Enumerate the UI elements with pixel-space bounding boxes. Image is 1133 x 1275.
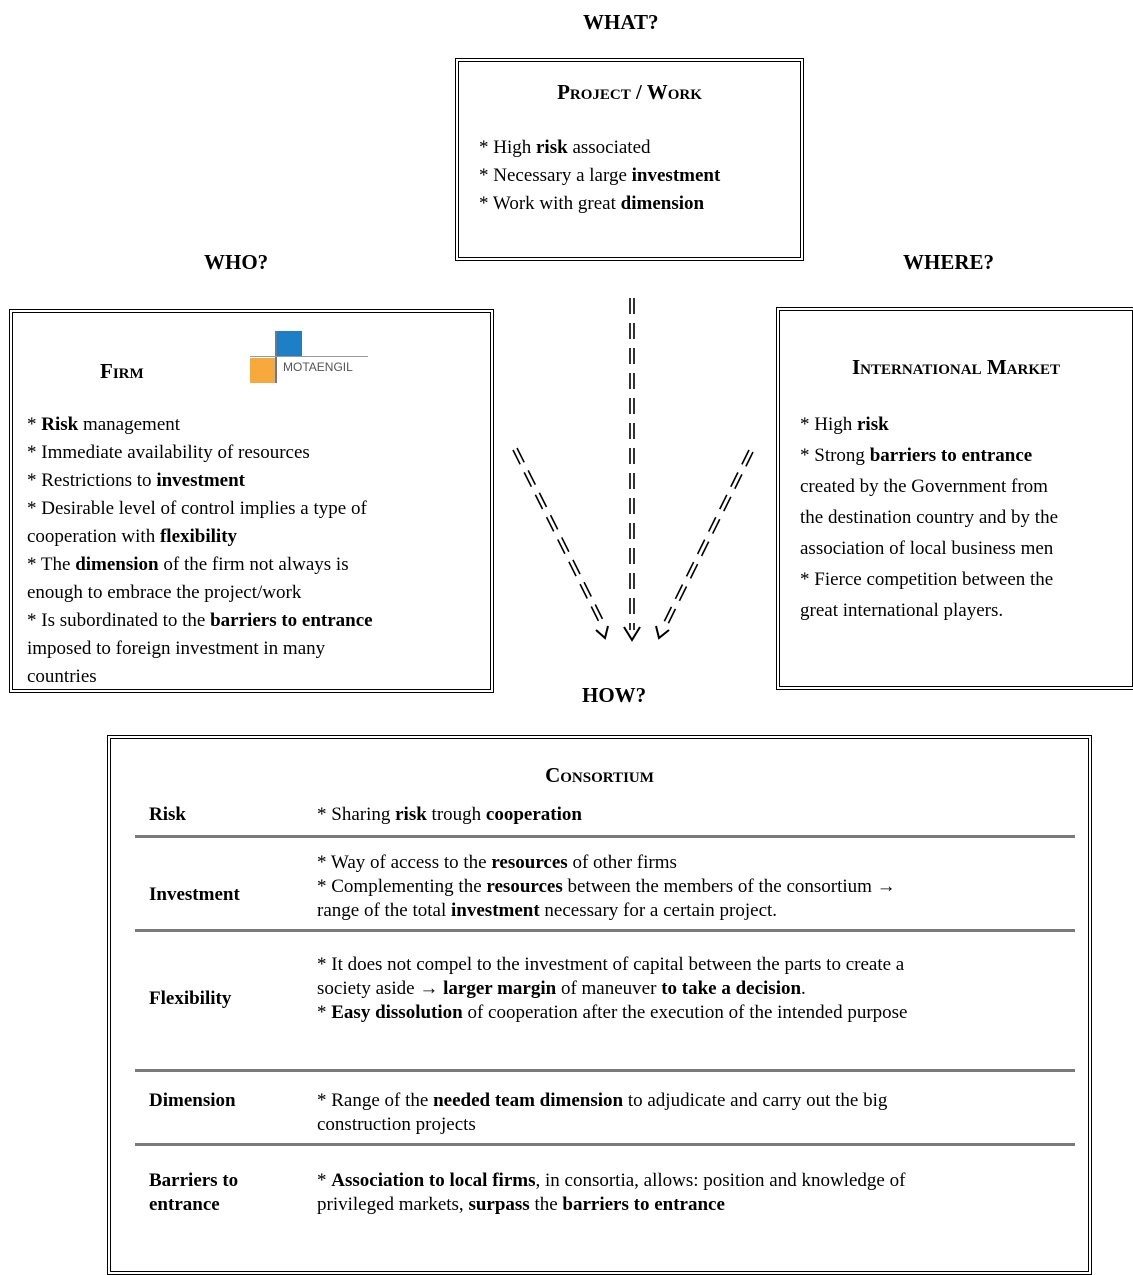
arrow-what-head — [623, 626, 641, 642]
consortium-row-line: * Complementing the resources between th… — [317, 876, 896, 897]
consortium-row-divider — [135, 835, 1075, 838]
consortium-row-divider — [135, 1143, 1075, 1146]
arrow-who-shaft-b — [516, 447, 607, 627]
market-line: created by the Government from — [800, 476, 1048, 497]
logo-blue-square — [277, 331, 302, 356]
project-list: * High risk associated * Necessary a lar… — [479, 134, 720, 218]
arrow-who-head — [595, 625, 609, 640]
firm-line: cooperation with flexibility — [27, 526, 238, 547]
firm-title: Firm — [100, 359, 144, 383]
consortium-row-divider — [135, 1069, 1075, 1072]
market-line: * Fierce competition between the — [800, 569, 1054, 590]
arrow-where-shaft-b — [664, 451, 754, 631]
consortium-row-line: * Way of access to the resources of othe… — [317, 852, 677, 873]
project-title: Project / Work — [557, 80, 702, 104]
firm-line: * The dimension of the firm not always i… — [27, 554, 349, 575]
consortium-title: Consortium — [545, 763, 654, 787]
logo-divider — [275, 331, 277, 383]
market-line: the destination country and by the — [800, 507, 1059, 528]
firm-line: enough to embrace the project/work — [27, 582, 302, 603]
consortium-row-line: * Association to local firms, in consort… — [317, 1170, 906, 1191]
what-heading: WHAT? — [583, 10, 659, 34]
consortium-row-label: Flexibility — [149, 988, 232, 1009]
logo-baseline — [250, 356, 368, 357]
consortium-row-text: * Range of the needed team dimension to … — [317, 1089, 887, 1137]
firm-line: * Is subordinated to the barriers to ent… — [27, 610, 373, 631]
market-line: association of local business men — [800, 538, 1054, 559]
where-heading: WHERE? — [903, 250, 995, 274]
consortium-row-label: Barriers to entrance — [149, 1170, 239, 1215]
consortium-row-line: * Range of the needed team dimension to … — [317, 1090, 888, 1111]
market-title: International Market — [852, 355, 1060, 379]
firm-line: countries — [27, 666, 97, 687]
consortium-row-line: privileged markets, surpass the barriers… — [317, 1194, 725, 1215]
consortium-row-label: Investment — [149, 884, 240, 905]
arrow-where-head — [655, 625, 670, 640]
firm-box: Firm MOTAENGIL * Risk management * Immedi… — [9, 309, 494, 693]
consortium-row-line: * Sharing risk trough cooperation — [317, 804, 582, 825]
market-line: * High risk — [800, 414, 889, 435]
consortium-row-text: * It does not compel to the investment o… — [317, 953, 907, 1025]
project-box: Project / Work * High risk associated * … — [455, 58, 804, 261]
consortium-row-label: Risk — [149, 804, 186, 825]
who-heading: WHO? — [204, 250, 269, 274]
logo-text: MOTAENGIL — [283, 360, 353, 374]
firm-line: imposed to foreign investment in many — [27, 638, 326, 659]
market-line: great international players. — [800, 600, 1004, 621]
arrow-where-shaft-a — [660, 449, 750, 629]
how-heading: HOW? — [582, 683, 647, 707]
consortium-row-divider — [135, 929, 1075, 932]
mota-engil-logo: MOTAENGIL — [250, 331, 370, 383]
project-item-risk: * High risk associated — [479, 137, 651, 158]
firm-line: * Immediate availability of resources — [27, 442, 310, 463]
consortium-row-line: construction projects — [317, 1114, 476, 1135]
consortium-row-line: * It does not compel to the investment o… — [317, 954, 905, 975]
consortium-row-text: * Association to local firms, in consort… — [317, 1169, 905, 1217]
consortium-row-line: society aside → larger margin of maneuve… — [317, 978, 806, 999]
consortium-row-line: range of the total investment necessary … — [317, 900, 778, 921]
firm-line: * Desirable level of control implies a t… — [27, 498, 367, 519]
market-line: * Strong barriers to entrance — [800, 445, 1033, 466]
consortium-row-label: Dimension — [149, 1090, 236, 1111]
project-item-investment: * Necessary a large investment — [479, 165, 721, 186]
project-item-dimension: * Work with great dimension — [479, 193, 705, 214]
market-list: * High risk * Strong barriers to entrance… — [800, 409, 1058, 626]
consortium-row-text: * Way of access to the resources of othe… — [317, 851, 896, 923]
firm-line: * Risk management — [27, 414, 181, 435]
firm-list: * Risk management * Immediate availabilit… — [27, 411, 373, 691]
consortium-row-text: * Sharing risk trough cooperation — [317, 803, 582, 827]
consortium-row-line: * Easy dissolution of cooperation after … — [317, 1002, 908, 1023]
logo-orange-square — [250, 358, 275, 383]
firm-line: * Restrictions to investment — [27, 470, 245, 491]
consortium-box: Consortium Risk * Sharing risk trough coo… — [107, 735, 1092, 1275]
arrow-who-shaft-a — [512, 449, 603, 629]
